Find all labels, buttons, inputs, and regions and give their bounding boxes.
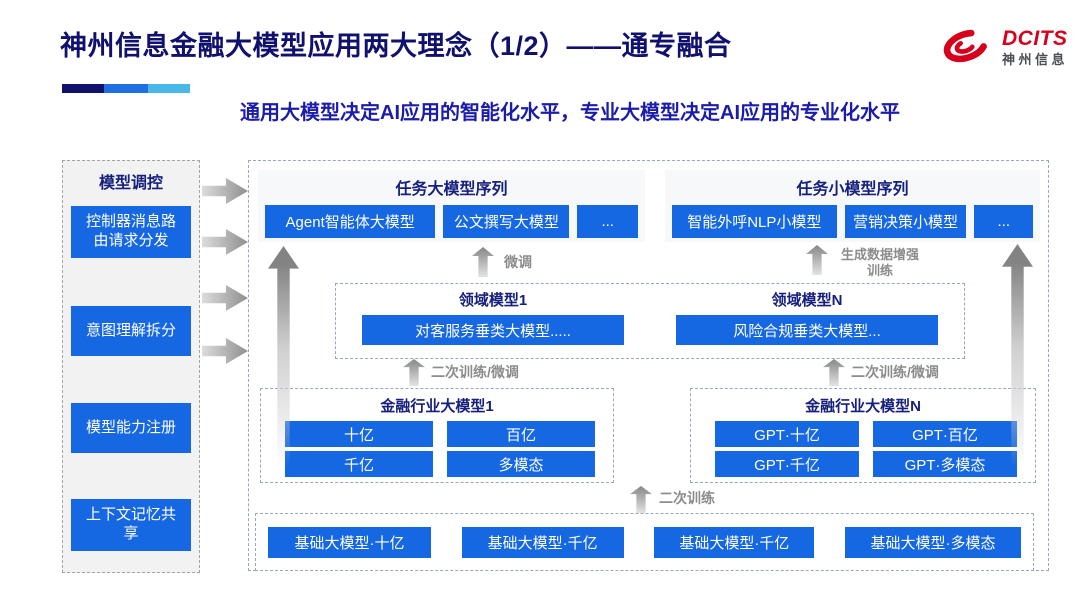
model-box: GPT·十亿 bbox=[715, 421, 859, 447]
page-title: 神州信息金融大模型应用两大理念（1/2）——通专融合 bbox=[60, 31, 732, 61]
model-box-ellipsis: ... bbox=[577, 205, 638, 238]
panel-title: 金融行业大模型1 bbox=[380, 398, 494, 415]
arrow-right-icon bbox=[202, 229, 248, 255]
model-box: GPT·百亿 bbox=[873, 421, 1017, 447]
gen-data-training-label: 生成数据增强训练 bbox=[840, 247, 919, 279]
panel-title: 领域模型N bbox=[771, 292, 843, 309]
model-control-panel: 模型调控 控制器消息路由请求分发 意图理解拆分 模型能力注册 上下文记忆共享 bbox=[62, 160, 200, 573]
secondary-training-label: 二次训练 bbox=[659, 490, 715, 506]
retrain-finetune-label: 二次训练/微调 bbox=[851, 364, 939, 380]
model-box: 营销决策小模型 bbox=[844, 205, 967, 238]
domain-model-1: 领域模型1 对客服务垂类大模型..... bbox=[336, 284, 650, 358]
brand-name-cn: 神州信息 bbox=[1002, 52, 1069, 68]
arrow-right-icon bbox=[202, 285, 248, 311]
panel-title: 任务大模型序列 bbox=[395, 181, 508, 198]
accent-bar-segment bbox=[148, 84, 190, 93]
domain-model-n: 领域模型N 风险合规垂类大模型... bbox=[650, 284, 964, 358]
sidebar-item-registry: 模型能力注册 bbox=[71, 403, 191, 453]
model-box: 公文撰写大模型 bbox=[443, 205, 570, 238]
arrow-right-icon bbox=[202, 338, 248, 364]
panel-title: 金融行业大模型N bbox=[805, 398, 921, 415]
model-box: GPT·多模态 bbox=[873, 451, 1017, 477]
model-box: 对客服务垂类大模型..... bbox=[362, 315, 624, 345]
page-subtitle: 通用大模型决定AI应用的智能化水平，专业大模型决定AI应用的专业化水平 bbox=[240, 102, 900, 124]
accent-bar bbox=[62, 84, 190, 93]
model-box-ellipsis: ... bbox=[974, 205, 1033, 238]
model-box: 多模态 bbox=[447, 451, 595, 477]
base-model-box: 基础大模型·十亿 bbox=[268, 526, 431, 558]
base-model-box: 基础大模型·千亿 bbox=[461, 526, 624, 558]
model-box: 十亿 bbox=[285, 421, 433, 447]
domain-models-panel: 领域模型1 对客服务垂类大模型..... 领域模型N 风险合规垂类大模型... bbox=[335, 283, 965, 359]
base-models-panel: 基础大模型·十亿 基础大模型·千亿 基础大模型·千亿 基础大模型·多模态 bbox=[255, 513, 1034, 571]
panel-title: 任务小模型序列 bbox=[796, 181, 909, 198]
task-large-model-panel: 任务大模型序列 Agent智能体大模型 公文撰写大模型 ... bbox=[258, 170, 645, 242]
industry-model-n-panel: 金融行业大模型N GPT·十亿 GPT·百亿 GPT·千亿 GPT·多模态 bbox=[690, 388, 1036, 483]
accent-bar-segment bbox=[62, 84, 104, 93]
sidebar-item-router: 控制器消息路由请求分发 bbox=[71, 206, 191, 258]
retrain-finetune-label: 二次训练/微调 bbox=[431, 364, 519, 380]
sidebar-item-intent: 意图理解拆分 bbox=[71, 306, 191, 356]
accent-bar-segment bbox=[104, 84, 148, 93]
brand-name: DCITS bbox=[1002, 27, 1068, 51]
sidebar-title: 模型调控 bbox=[98, 175, 163, 192]
model-box: GPT·千亿 bbox=[715, 451, 859, 477]
model-box: 百亿 bbox=[447, 421, 595, 447]
arrow-right-icon bbox=[202, 178, 248, 204]
model-box: Agent智能体大模型 bbox=[265, 205, 436, 238]
finetune-label: 微调 bbox=[504, 254, 532, 270]
dcits-swirl-icon bbox=[936, 20, 996, 75]
model-box: 智能外呼NLP小模型 bbox=[672, 205, 837, 238]
industry-model-1-panel: 金融行业大模型1 十亿 百亿 千亿 多模态 bbox=[260, 388, 614, 483]
sidebar-item-context: 上下文记忆共享 bbox=[71, 499, 191, 551]
model-box: 千亿 bbox=[285, 451, 433, 477]
brand-logo: DCITS 神州信息 bbox=[936, 20, 1068, 75]
base-model-box: 基础大模型·多模态 bbox=[844, 526, 1021, 558]
base-model-box: 基础大模型·千亿 bbox=[654, 526, 815, 558]
model-box: 风险合规垂类大模型... bbox=[676, 315, 938, 345]
panel-title: 领域模型1 bbox=[458, 292, 528, 309]
task-small-model-panel: 任务小模型序列 智能外呼NLP小模型 营销决策小模型 ... bbox=[665, 170, 1040, 242]
